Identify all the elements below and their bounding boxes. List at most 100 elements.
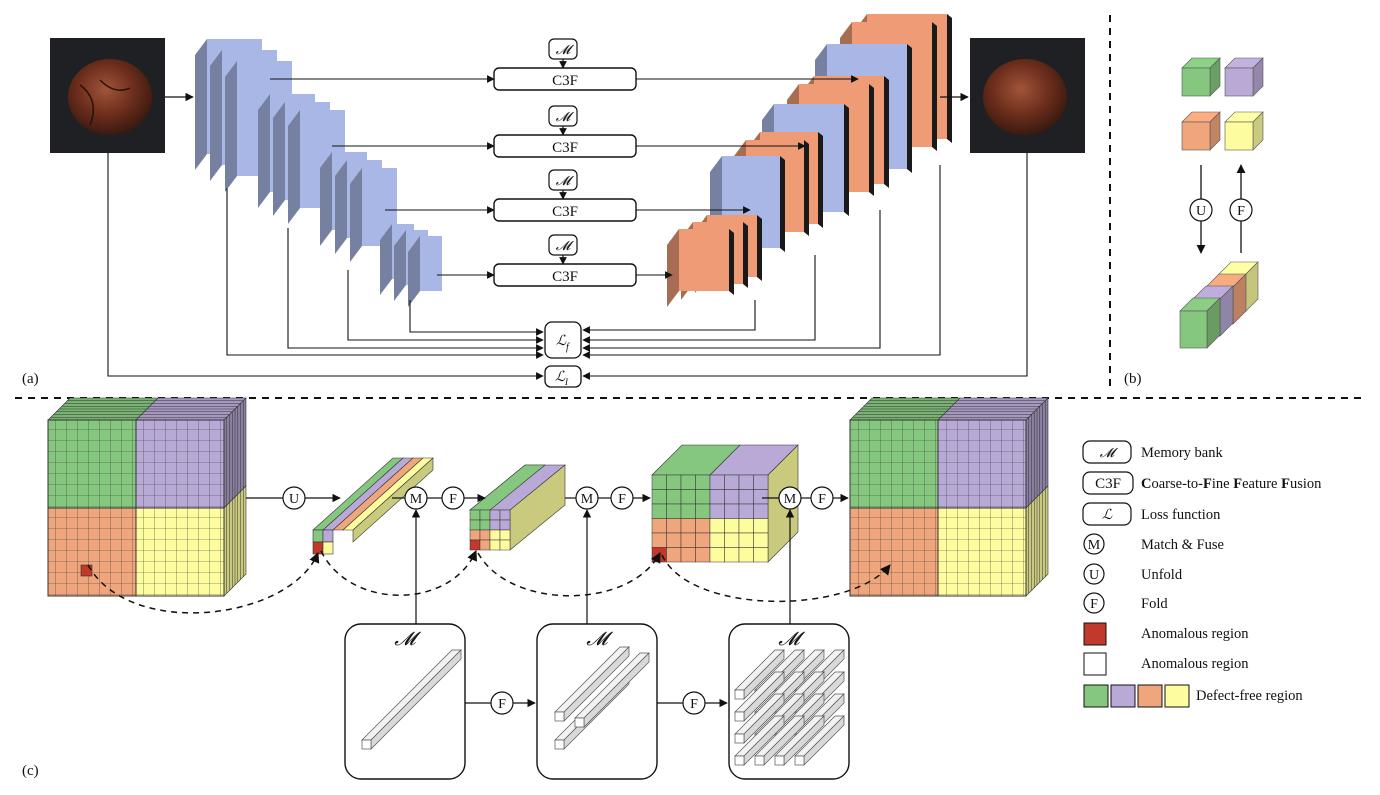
input-image bbox=[50, 38, 165, 153]
cube-front-green bbox=[849, 419, 939, 509]
cube-front-yellow bbox=[937, 507, 1027, 597]
svg-text:F: F bbox=[1237, 204, 1245, 219]
svg-text:𝓜: 𝓜 bbox=[556, 109, 575, 124]
svg-text:F: F bbox=[618, 492, 626, 507]
folded-block bbox=[651, 444, 799, 563]
svg-text:Loss function: Loss function bbox=[1141, 507, 1221, 523]
unfold-circle: U bbox=[282, 486, 306, 510]
stacked-cube-4 bbox=[1179, 297, 1221, 349]
panel-a-label: (a) bbox=[22, 371, 39, 387]
cube-front-yellow bbox=[135, 507, 225, 597]
fold-circle-mem-1: F bbox=[490, 691, 514, 715]
loss-i-box: ℒ I bbox=[544, 365, 582, 388]
svg-text:f: f bbox=[566, 342, 570, 353]
c3f-box: C3F bbox=[493, 198, 637, 222]
panel-c-label: (c) bbox=[22, 763, 39, 779]
encoder-map-3-3 bbox=[350, 168, 397, 262]
c3f-modules: 𝓜 C3F 𝓜 C3F 𝓜 C3F 𝓜 C3F bbox=[270, 38, 859, 287]
cube-yellow bbox=[1224, 111, 1264, 151]
cube-front-purple bbox=[937, 419, 1027, 509]
match-circle-1: M bbox=[404, 486, 428, 510]
panel-a: 𝓜 C3F 𝓜 C3F 𝓜 C3F 𝓜 C3F ℒ f ℒ I bbox=[22, 14, 1085, 388]
memory-bar-2-1 bbox=[554, 646, 630, 722]
anomaly-cell bbox=[80, 564, 93, 577]
svg-text:C3F: C3F bbox=[552, 73, 578, 89]
svg-text:F: F bbox=[498, 697, 506, 712]
svg-text:𝓜: 𝓜 bbox=[556, 173, 575, 188]
unfolded-stripe bbox=[312, 457, 434, 555]
svg-text:𝓜: 𝓜 bbox=[556, 238, 575, 253]
legend-item-1: 𝓜 Memory bank bbox=[1082, 440, 1223, 464]
c3f-row-1: 𝓜 C3F bbox=[270, 38, 859, 91]
memory-bar-3-16 bbox=[794, 715, 845, 766]
svg-text:I: I bbox=[564, 377, 569, 387]
svg-text:Defect-free region: Defect-free region bbox=[1196, 688, 1303, 704]
svg-text:C3F: C3F bbox=[1095, 476, 1121, 492]
match-circle-3: M bbox=[778, 486, 802, 510]
cube-orange bbox=[1181, 111, 1221, 151]
cube-front-orange bbox=[849, 507, 939, 597]
fold-circle-2: F bbox=[610, 486, 634, 510]
stripe-side bbox=[352, 457, 434, 543]
svg-text:ℒ: ℒ bbox=[1102, 508, 1113, 523]
legend-item-5: U Unfold bbox=[1083, 563, 1183, 585]
legend-item-8: Anomalous region bbox=[1083, 652, 1249, 676]
output-feature-cube bbox=[849, 397, 1049, 597]
loss-f-box: ℒ f bbox=[544, 321, 582, 359]
svg-text:𝓜: 𝓜 bbox=[394, 629, 421, 650]
input-feature-cube bbox=[47, 397, 247, 597]
svg-text:C3F: C3F bbox=[552, 204, 578, 220]
svg-text:ℒ: ℒ bbox=[556, 334, 567, 349]
cube-front-orange bbox=[47, 507, 137, 597]
svg-text:M: M bbox=[581, 492, 594, 507]
fold-circle-mem-2: F bbox=[682, 691, 706, 715]
svg-text:Match & Fuse: Match & Fuse bbox=[1141, 537, 1224, 553]
memory-mini-box: 𝓜 bbox=[548, 38, 578, 60]
panel-b-label: (b) bbox=[1124, 371, 1142, 387]
svg-text:U: U bbox=[1089, 568, 1099, 583]
anomaly-tracking-curves bbox=[87, 550, 891, 614]
unfold-symbol: U bbox=[1189, 198, 1213, 222]
svg-text:Memory bank: Memory bank bbox=[1141, 445, 1223, 461]
encoder-feature-maps bbox=[195, 39, 442, 307]
memory-bar-3-13 bbox=[734, 715, 785, 766]
svg-text:𝓜: 𝓜 bbox=[556, 42, 575, 57]
legend-item-7: Anomalous region bbox=[1083, 622, 1249, 646]
decoder-feature-maps bbox=[667, 14, 952, 307]
c3f-box: C3F bbox=[493, 134, 637, 158]
svg-text:U: U bbox=[289, 492, 299, 507]
memory-mini-box: 𝓜 bbox=[548, 234, 578, 256]
flow-arrows: U M F M F M F F F bbox=[246, 486, 849, 715]
c3f-row-2: 𝓜 C3F bbox=[332, 105, 806, 158]
svg-text:C3F: C3F bbox=[552, 140, 578, 156]
svg-text:Unfold: Unfold bbox=[1141, 567, 1183, 583]
fold-circle-1: F bbox=[441, 486, 465, 510]
svg-text:M: M bbox=[1088, 538, 1101, 553]
svg-text:𝓜: 𝓜 bbox=[586, 629, 613, 650]
memory-bar-3-15 bbox=[774, 715, 825, 766]
svg-text:M: M bbox=[784, 492, 797, 507]
svg-text:𝓜: 𝓜 bbox=[1100, 445, 1119, 460]
encoder-map-4-3 bbox=[408, 236, 442, 307]
loss-connections bbox=[107, 153, 1028, 380]
legend-item-9: Defect-free region bbox=[1083, 684, 1303, 708]
fold-circle-3: F bbox=[810, 486, 834, 510]
memory-bar-3-14 bbox=[754, 715, 805, 766]
cube-green bbox=[1181, 57, 1221, 97]
svg-text:Fold: Fold bbox=[1141, 596, 1168, 612]
cube-purple bbox=[1224, 57, 1264, 97]
memory-bar-3-1 bbox=[734, 649, 785, 700]
svg-text:F: F bbox=[818, 492, 826, 507]
svg-text:F: F bbox=[449, 492, 457, 507]
memory-bar-3-9 bbox=[734, 693, 785, 744]
output-image bbox=[970, 38, 1085, 153]
c3f-row-3: 𝓜 C3F bbox=[385, 169, 751, 222]
svg-text:C3F: C3F bbox=[552, 269, 578, 285]
memory-mini-box: 𝓜 bbox=[548, 105, 578, 127]
svg-text:Anomalous region: Anomalous region bbox=[1141, 656, 1249, 672]
